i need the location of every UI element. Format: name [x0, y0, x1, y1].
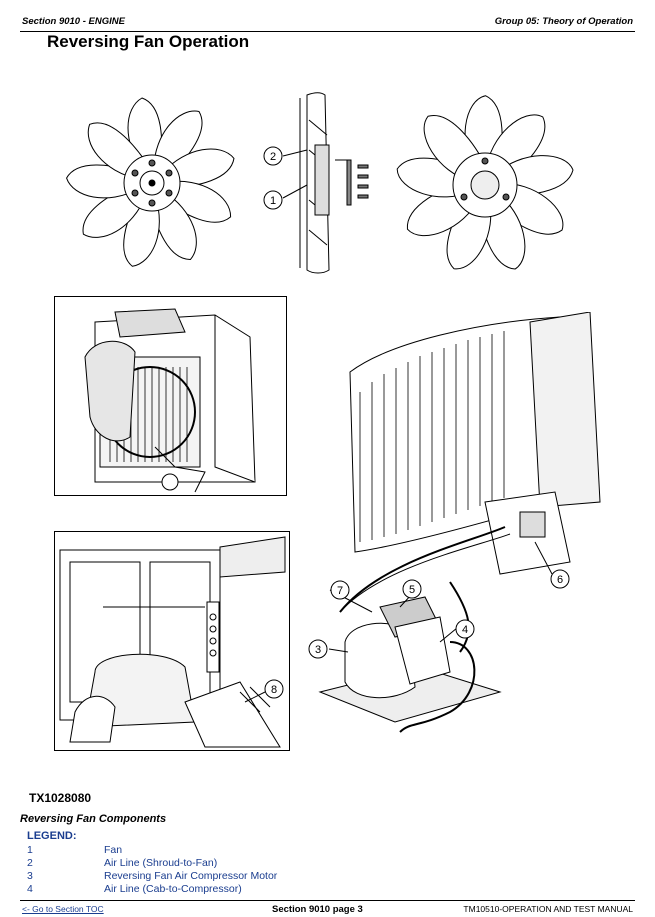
legend-text: Reversing Fan Air Compressor Motor — [104, 870, 278, 882]
callout-5: 5 — [409, 584, 415, 596]
callout-4: 4 — [462, 624, 468, 636]
callout-7: 7 — [337, 585, 343, 597]
fan-rear-view-illustration — [396, 95, 574, 270]
compressor-assembly-illustration: 7 5 4 3 6 — [308, 312, 601, 733]
radiator-location-illustration — [54, 296, 287, 496]
manual-name: TM10510-OPERATION AND TEST MANUAL — [463, 904, 633, 914]
figure-caption: Reversing Fan Components — [20, 813, 167, 825]
page-title: Reversing Fan Operation — [47, 32, 250, 51]
header-section: Section 9010 - ENGINE — [22, 16, 125, 27]
section-toc-link[interactable]: <- Go to Section TOC — [22, 904, 104, 914]
fan-front-view-illustration — [66, 97, 235, 267]
callout-1: 1 — [270, 195, 276, 207]
page-footer: <- Go to Section TOC Section 9010 page 3… — [20, 900, 635, 915]
page-header: Section 9010 - ENGINE Group 05: Theory o… — [20, 15, 635, 32]
fan-side-view-illustration: 2 1 — [263, 92, 369, 274]
legend-number: 1 — [27, 844, 33, 856]
legend-text: Air Line (Cab-to-Compressor) — [104, 883, 242, 895]
callout-2: 2 — [270, 151, 276, 163]
figure-number: TX1028080 — [29, 791, 92, 805]
callout-3: 3 — [315, 644, 321, 656]
page-number: Section 9010 page 3 — [272, 904, 363, 915]
legend-number: 2 — [27, 857, 33, 869]
legend-text: Fan — [104, 844, 123, 856]
legend-text: Air Line (Shroud-to-Fan) — [104, 857, 218, 869]
header-group: Group 05: Theory of Operation — [494, 16, 633, 27]
legend-title: LEGEND: — [27, 830, 77, 842]
callout-6: 6 — [557, 574, 563, 586]
cab-interior-illustration: 8 — [54, 531, 290, 751]
callout-8: 8 — [271, 684, 277, 696]
legend-number: 4 — [27, 883, 33, 895]
legend-number: 3 — [27, 870, 33, 882]
